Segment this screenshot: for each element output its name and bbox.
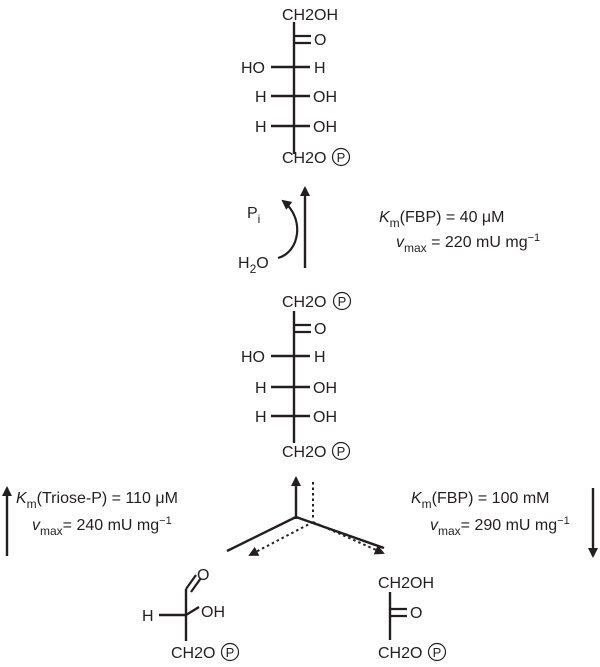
pi-label: Pi: [247, 205, 260, 226]
fbp-c6-phosphate-circle: [331, 441, 351, 461]
aldolase-forward-km: Km(FBP) = 100 mM: [411, 490, 549, 511]
f6p-c6-label: CH2O: [282, 150, 326, 167]
fbp-c4-right: OH: [313, 380, 337, 397]
gap-oh-bond: [185, 605, 200, 617]
dhap-carbonyl-o: O: [410, 605, 422, 622]
fbpase-reaction: Pi H2O: [238, 186, 310, 276]
f6p-c4-left: H: [255, 89, 267, 106]
aldolase-reverse-kinetics: Km(Triose-P) = 110 μM vmax= 240 mU mg−1: [1, 486, 178, 556]
fbp-c1-phosphate-circle: [332, 291, 352, 311]
aldolase-left-branch: [226, 515, 297, 553]
fbp-c1-phosphate-label: P: [338, 294, 347, 309]
f6p-c3-right: H: [314, 60, 326, 77]
dhap-ch2oh-label: CH2OH: [378, 575, 434, 592]
f6p-carbonyl-o: O: [314, 32, 326, 49]
aldolase-right-branch: [295, 515, 385, 550]
gap-aldehyde-bond-1: [185, 574, 197, 590]
gap-aldehyde-o: O: [197, 567, 209, 584]
dhap-phosphate-label: P: [433, 645, 442, 660]
fbp-c5-left: H: [255, 409, 267, 426]
fbp-c3-left: HO: [241, 349, 265, 366]
gap-oh-label: OH: [201, 604, 225, 621]
f6p-c5-left: H: [255, 119, 267, 136]
f6p-c4-right: OH: [313, 89, 337, 106]
water-label: H2O: [238, 255, 269, 276]
dhap-ch2o-label: CH2O: [378, 645, 422, 662]
hydrolysis-curved-arrow: [277, 199, 299, 260]
fbpase-km: Km(FBP) = 40 μM: [379, 209, 504, 230]
fbpase-kinetics: Km(FBP) = 40 μM vmax = 220 mU mg−1: [379, 209, 540, 255]
fbp-c5-right: OH: [313, 409, 337, 426]
dhap-structure: CH2OH O CH2O P: [378, 575, 447, 662]
f6p-c1-label: CH2OH: [282, 7, 338, 24]
gap-aldehyde-bond-2: [190, 577, 202, 593]
gap-ch2o-label: CH2O: [171, 645, 215, 662]
fructose-bisphosphate-structure: CH2O P O HO H H OH H OH CH2O P: [241, 291, 352, 461]
aldolase-forward-vmax: vmax= 290 mU mg−1: [430, 515, 570, 538]
fbp-carbonyl-o: O: [314, 321, 326, 338]
aldolase-reverse-km: Km(Triose-P) = 110 μM: [16, 490, 178, 511]
fbp-c4-left: H: [255, 380, 267, 397]
fbp-c6-phosphate-label: P: [337, 444, 346, 459]
f6p-c5-right: OH: [313, 119, 337, 136]
aldolase-reaction: [226, 476, 385, 556]
f6p-phosphate-label: P: [337, 150, 346, 165]
aldolase-right-dotted-arrow: [312, 521, 385, 555]
fbp-c3-right: H: [314, 349, 326, 366]
fructose-6-phosphate-structure: CH2OH O HO H H OH H OH CH2O P: [241, 7, 351, 167]
fbpase-vmax: vmax = 220 mU mg−1: [396, 232, 540, 255]
aldolase-left-dotted-arrow: [248, 521, 314, 556]
gap-phosphate-label: P: [226, 645, 235, 660]
aldolase-forward-kinetics: Km(FBP) = 100 mM vmax= 290 mU mg−1: [411, 488, 598, 558]
f6p-phosphate-circle: [331, 147, 351, 167]
glyceraldehyde-3-phosphate-structure: O H OH CH2O P: [142, 567, 240, 662]
dhap-phosphate-circle: [427, 642, 447, 662]
gap-phosphate-circle: [220, 642, 240, 662]
f6p-c3-left: HO: [241, 60, 265, 77]
aldolase-reverse-vmax: vmax= 240 mU mg−1: [32, 515, 172, 538]
fbp-c6-label: CH2O: [282, 444, 326, 461]
gap-h-label: H: [142, 608, 154, 625]
fbp-c1-label: CH2O: [282, 294, 326, 311]
